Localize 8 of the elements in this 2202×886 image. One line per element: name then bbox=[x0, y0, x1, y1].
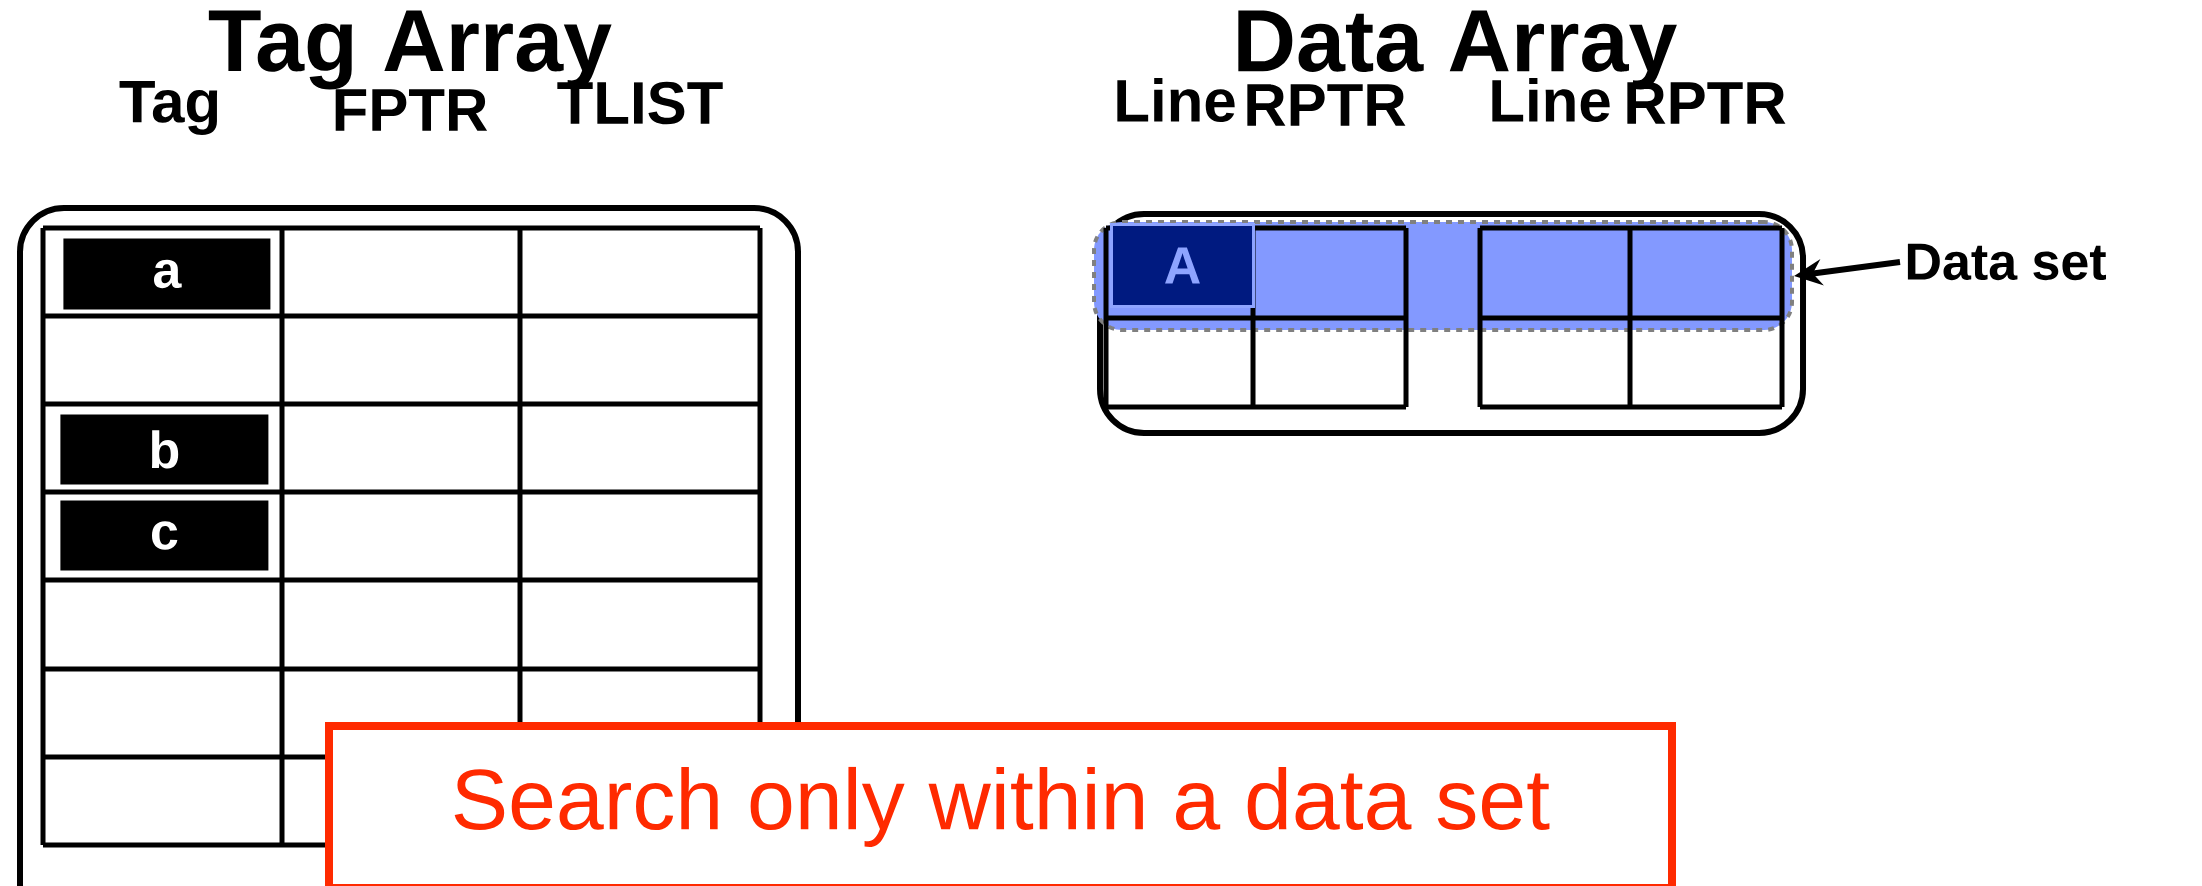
callout-text: Data set bbox=[1907, 243, 2106, 281]
tag-cell: b bbox=[60, 414, 269, 485]
column-header: FPTR bbox=[335, 89, 488, 131]
tag-cell: c bbox=[60, 500, 269, 571]
tag-cell: a bbox=[63, 238, 271, 310]
note-box: Search only within a data set bbox=[325, 722, 1676, 886]
column-header: Line bbox=[1117, 77, 1235, 123]
data-cell: A bbox=[1110, 223, 1255, 308]
